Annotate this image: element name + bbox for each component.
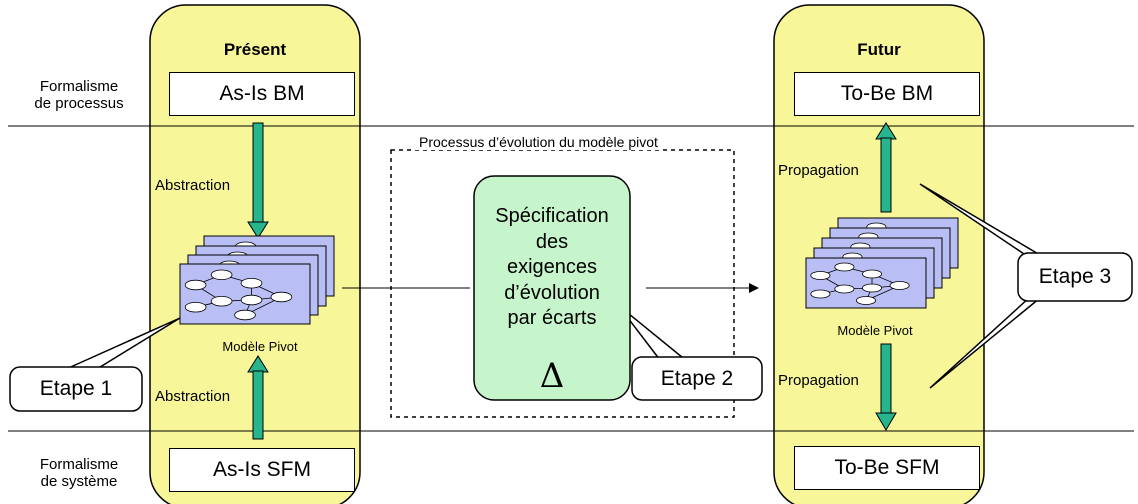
abstraction-arrow-top <box>247 122 269 239</box>
spec-line-4: d’évolution <box>504 281 600 304</box>
system-lane-label-line1: Formalisme <box>39 456 119 473</box>
process-lane-label-line2: de processus <box>34 95 124 113</box>
to-be-bm-box: To-Be BM <box>794 72 980 116</box>
propagation-arrow-bottom <box>875 343 897 431</box>
spec-line-2: des <box>535 230 569 253</box>
future-model-label: Modèle Pivot <box>837 323 913 338</box>
as-is-sfm-box: As-Is SFM <box>169 448 355 492</box>
step2-label: Etape 2 <box>660 366 734 390</box>
step1-callout <box>9 366 143 412</box>
present-model-label: Modèle Pivot <box>222 339 298 354</box>
specification-text: Spécification des exigences d’évolution … <box>474 204 630 332</box>
spec-line-1: Spécification <box>495 205 609 227</box>
delta-symbol: Δ <box>539 356 565 396</box>
step3-callout <box>1017 252 1133 302</box>
evolution-process-title: Processus d’évolution du modèle pivot <box>414 134 663 150</box>
future-title: Futur <box>857 40 901 59</box>
abstraction-label-bottom: Abstraction <box>155 388 231 405</box>
process-lane-label: Formalisme de processus <box>18 78 140 113</box>
process-lane-label-line1: Formalisme <box>39 78 119 95</box>
propagation-arrow-top <box>875 122 897 213</box>
present-title: Présent <box>223 40 287 59</box>
to-be-sfm-box: To-Be SFM <box>794 446 980 490</box>
abstraction-label-top: Abstraction <box>155 177 231 194</box>
step2-callout <box>631 356 763 401</box>
system-lane-label: Formalisme de système <box>18 456 140 491</box>
spec-line-3: exigences <box>506 256 598 279</box>
evolution-process-box <box>390 149 735 418</box>
as-is-bm-box: As-Is BM <box>169 72 355 116</box>
step3-label: Etape 3 <box>1038 265 1112 288</box>
system-lane-label-line2: de système <box>40 473 118 491</box>
present-pivot-model-icon <box>179 235 335 325</box>
abstraction-arrow-bottom <box>247 355 269 440</box>
step1-label: Etape 1 <box>39 377 113 400</box>
future-pivot-model-icon <box>805 217 959 309</box>
specification-box <box>473 175 631 401</box>
spec-line-5: par écarts <box>507 307 597 330</box>
propagation-label-top: Propagation <box>778 162 859 179</box>
propagation-label-bottom: Propagation <box>778 372 859 389</box>
